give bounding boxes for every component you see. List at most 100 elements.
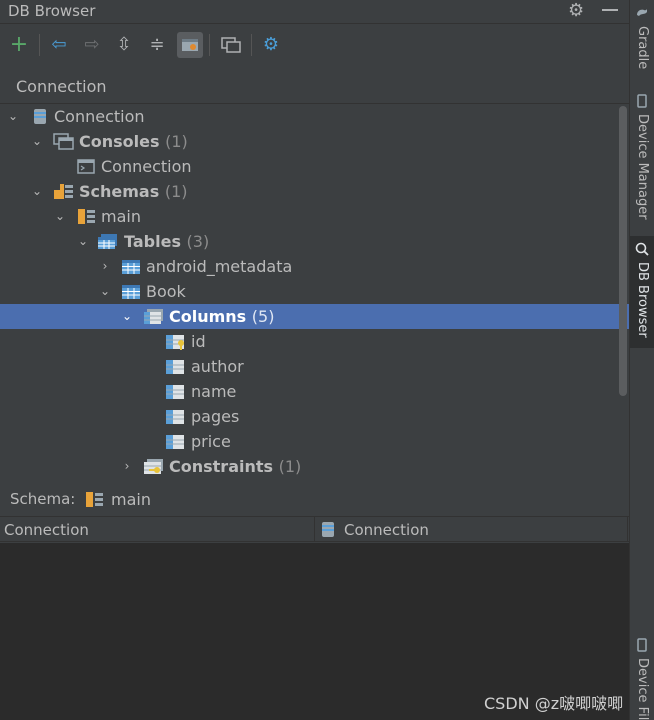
schema-bar: Schema: main [0, 486, 629, 514]
chevron-down-icon[interactable]: ⌄ [121, 309, 133, 323]
settings-icon[interactable]: ⚙ [262, 34, 280, 55]
collapse-all-icon[interactable]: ≑ [149, 34, 165, 55]
device-manager-icon [637, 94, 647, 108]
divider [0, 103, 629, 104]
rail-tab-device-file[interactable]: Device File [630, 632, 654, 720]
tree-node-table-book[interactable]: ⌄ Book [0, 279, 617, 304]
rail-label: DB Browser [635, 262, 650, 338]
tree-node-column-price[interactable]: price [0, 429, 617, 454]
schemas-icon [54, 184, 73, 199]
table-icon [122, 285, 140, 299]
chevron-down-icon[interactable]: ⌄ [31, 184, 43, 198]
column-icon [166, 435, 184, 449]
open-console-icon[interactable] [218, 32, 244, 58]
connection-section-label: Connection [16, 77, 107, 96]
watermark: CSDN @z啵唧啵唧 [484, 694, 624, 713]
minimize-icon[interactable] [602, 9, 618, 11]
connection-icon [322, 522, 334, 537]
tree-node-console-connection[interactable]: Connection [0, 154, 617, 179]
connection-bar: Connection Connection [0, 516, 629, 542]
column-icon [166, 360, 184, 374]
primary-key-column-icon [166, 335, 184, 350]
rail-label: Device File [635, 658, 650, 720]
tree-node-schema-main[interactable]: ⌄ main [0, 204, 617, 229]
tree-node-label: Connection [54, 107, 145, 126]
toolbar-separator [209, 34, 210, 56]
rail-tab-gradle[interactable]: Gradle [630, 0, 654, 80]
schema-icon [86, 492, 103, 507]
chevron-right-icon[interactable]: › [124, 459, 130, 473]
gear-icon[interactable]: ⚙ [568, 0, 585, 21]
tree-node-label: Tables (3) [124, 232, 210, 251]
chevron-down-icon[interactable]: ⌄ [99, 284, 111, 298]
tree-node-label: android_metadata [146, 257, 293, 276]
tree-node-consoles[interactable]: ⌄ Consoles (1) [0, 129, 617, 154]
rail-label: Device Manager [635, 114, 650, 220]
column-icon [166, 385, 184, 399]
tool-window-header: DB Browser ⚙ [0, 0, 629, 24]
divider [627, 517, 628, 541]
constraints-icon [144, 459, 163, 474]
schema-label: Schema: [10, 490, 76, 508]
rail-tab-db-browser[interactable]: DB Browser [630, 236, 654, 348]
chevron-down-icon[interactable]: ⌄ [7, 109, 19, 123]
tree-node-column-name[interactable]: name [0, 379, 617, 404]
tree-node-columns[interactable]: ⌄ Columns (5) [0, 304, 629, 329]
connection-left-label: Connection [4, 521, 89, 539]
show-object-properties-icon[interactable] [177, 32, 203, 58]
object-tree: ⌄ Connection ⌄ Consoles (1) [0, 104, 629, 484]
table-icon [122, 260, 140, 274]
tree-node-label: author [191, 357, 244, 376]
columns-icon [144, 309, 163, 324]
tree-node-label: Consoles (1) [79, 132, 188, 151]
tree-node-column-id[interactable]: id [0, 329, 617, 354]
rail-tab-device-manager[interactable]: Device Manager [630, 88, 654, 220]
forward-icon[interactable]: ⇨ [84, 34, 100, 55]
tree-node-column-pages[interactable]: pages [0, 404, 617, 429]
tree-node-label: Columns (5) [169, 307, 275, 326]
side-tool-rail: Gradle Device Manager DB Browser Device … [629, 0, 654, 720]
db-browser-panel: DB Browser ⚙ + ⇦ ⇨ ⇳ ≑ ⚙ Connection [0, 0, 629, 720]
device-file-icon [637, 638, 647, 652]
back-icon[interactable]: ⇦ [51, 34, 67, 55]
tree-node-label: Schemas (1) [79, 182, 188, 201]
tool-window-title: DB Browser [8, 2, 96, 20]
db-browser-icon [635, 242, 649, 256]
chevron-down-icon[interactable]: ⌄ [77, 234, 89, 248]
tree-node-label: main [101, 207, 141, 226]
tree-node-column-author[interactable]: author [0, 354, 617, 379]
tree-node-label: Connection [101, 157, 192, 176]
tables-icon [98, 234, 117, 249]
expand-all-icon[interactable]: ⇳ [116, 34, 132, 55]
connection-right-label[interactable]: Connection [344, 521, 429, 539]
chevron-right-icon[interactable]: › [102, 259, 108, 273]
tree-scrollbar-thumb[interactable] [619, 106, 627, 396]
schema-icon [78, 209, 95, 224]
toolbar: + ⇦ ⇨ ⇳ ≑ ⚙ [0, 28, 629, 62]
tree-node-table-android-metadata[interactable]: › android_metadata [0, 254, 617, 279]
schema-value[interactable]: main [111, 490, 151, 509]
consoles-icon [53, 133, 74, 150]
chevron-down-icon[interactable]: ⌄ [31, 134, 43, 148]
chevron-down-icon[interactable]: ⌄ [54, 209, 66, 223]
details-area [0, 543, 629, 720]
tree-node-label: pages [191, 407, 240, 426]
tree-node-connection[interactable]: ⌄ Connection [0, 104, 617, 129]
tree-node-constraints[interactable]: › Constraints (1) [0, 454, 617, 479]
tree-node-label: price [191, 432, 231, 451]
column-icon [166, 410, 184, 424]
toolbar-separator [39, 34, 40, 56]
tree-node-schemas[interactable]: ⌄ Schemas (1) [0, 179, 617, 204]
add-connection-icon[interactable]: + [9, 32, 29, 57]
connection-icon [34, 109, 46, 124]
tree-node-label: name [191, 382, 237, 401]
tree-node-label: id [191, 332, 206, 351]
rail-label: Gradle [635, 26, 650, 70]
tree-node-label: Constraints (1) [169, 457, 302, 476]
toolbar-separator [251, 34, 252, 56]
gradle-icon [637, 9, 647, 16]
tree-node-tables[interactable]: ⌄ Tables (3) [0, 229, 617, 254]
console-icon [77, 159, 95, 174]
divider [314, 517, 315, 541]
tree-node-label: Book [146, 282, 186, 301]
